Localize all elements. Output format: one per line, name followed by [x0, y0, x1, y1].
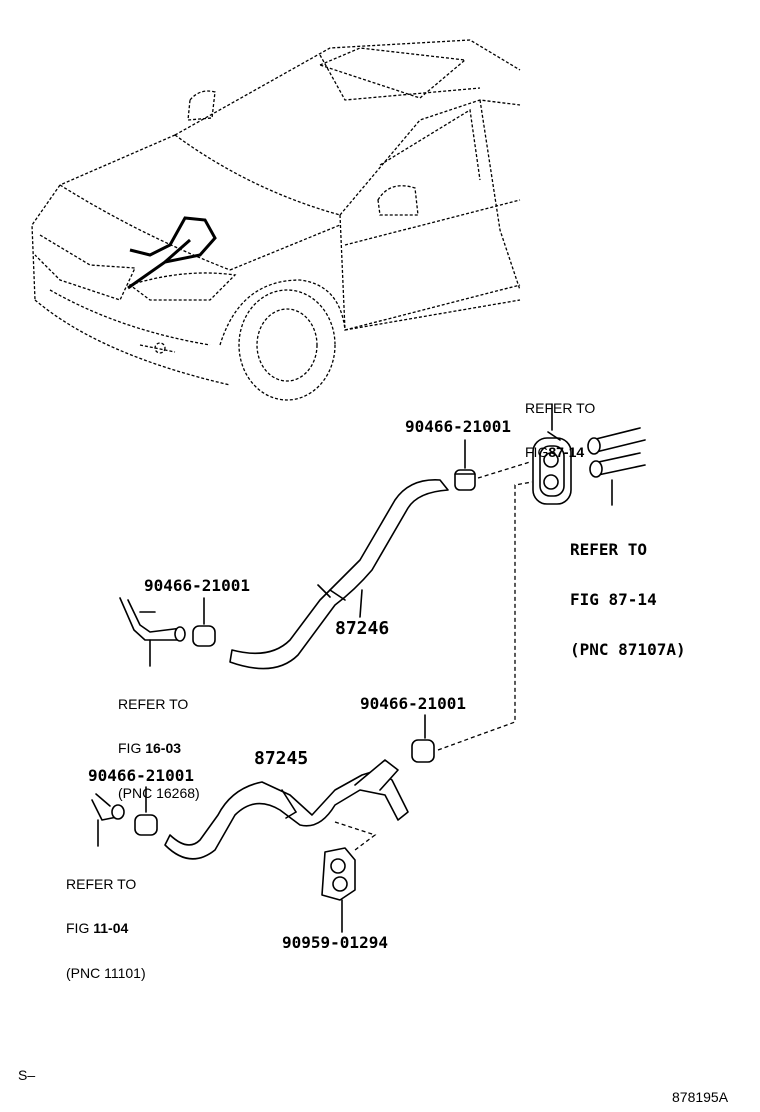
clamp-mid-left: [192, 597, 216, 647]
refer-1603-line2: FIG 16-03: [118, 741, 200, 756]
refer-right-line2: FIG 87-14: [570, 589, 657, 609]
dash-top: [477, 461, 531, 479]
refer-1104-line3: (PNC 11101): [66, 964, 146, 981]
corner-left-code: S–: [18, 1067, 36, 1083]
pipe-1603: [119, 597, 186, 667]
pipe-1104: [91, 793, 125, 847]
part-87245: 87245: [254, 748, 309, 769]
car-hose-highlight: [127, 216, 217, 290]
refer-1603-line1: REFER TO: [118, 696, 189, 713]
refer-top-num: 87-14: [548, 444, 585, 461]
refer-1603-fig: FIG: [118, 740, 146, 757]
bracket-90959: [321, 847, 356, 933]
car-illustration: [31, 39, 521, 401]
clamp-low-right: [411, 714, 435, 763]
refer-right-label: REFER TO FIG 87-14 (PNC 87107A): [570, 508, 686, 676]
refer-top-line1: REFER TO: [525, 400, 596, 417]
part-90466-low-left: 90466-21001: [88, 766, 194, 785]
figure-number: 878195A: [672, 1089, 729, 1105]
refer-1104-line2: FIG 11-04: [66, 921, 146, 936]
clamp-low-left: [134, 786, 158, 836]
grommet-part: [532, 431, 572, 505]
refer-1104-label: REFER TO FIG 11-04 (PNC 11101): [66, 848, 146, 995]
refer-1603-num: 16-03: [145, 740, 182, 757]
clamp-top: [454, 439, 476, 491]
heater-pipes: [587, 427, 646, 506]
refer-right-line3: (PNC 87107A): [570, 640, 686, 660]
refer-1104-num: 11-04: [93, 920, 129, 937]
hose-87245-shape: [164, 759, 409, 860]
refer-1603-line3: (PNC 16268): [118, 784, 200, 801]
part-87246: 87246: [335, 618, 390, 639]
part-90959: 90959-01294: [282, 933, 388, 952]
refer-1603-label: REFER TO FIG 16-03 (PNC 16268): [118, 668, 200, 815]
refer-right-line1: REFER TO: [570, 539, 648, 559]
part-90466-top: 90466-21001: [405, 417, 511, 436]
dash-bracket: [334, 821, 377, 851]
part-90466-low-right: 90466-21001: [360, 694, 466, 713]
refer-top-fig: FIG: [525, 444, 549, 461]
refer-1104-line1: REFER TO: [66, 876, 137, 893]
hose-87246-shape: [229, 479, 449, 670]
refer-1104-fig: FIG: [66, 920, 94, 937]
refer-top-line2: FIG87-14: [525, 445, 595, 460]
part-90466-mid: 90466-21001: [144, 576, 250, 595]
refer-top-label: REFER TO FIG87-14: [525, 372, 595, 475]
